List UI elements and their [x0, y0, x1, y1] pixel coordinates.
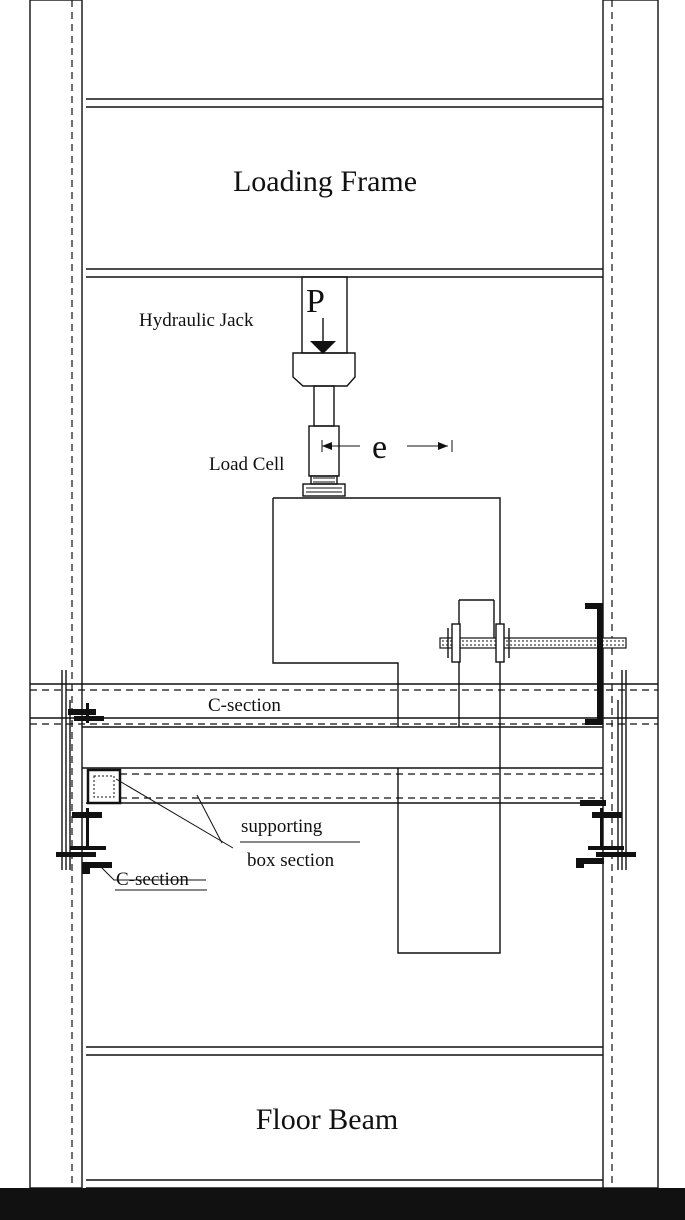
box-section-label: box section — [247, 850, 335, 871]
top-c-section-beam — [30, 683, 658, 725]
load-cell-label: Load Cell — [209, 454, 284, 475]
load-p-symbol: P — [306, 283, 325, 320]
supporting-box-section — [86, 768, 603, 805]
left-clamp-hardware — [56, 670, 112, 874]
c-section-top-label: C-section — [208, 695, 281, 716]
supporting-box-leaders — [115, 778, 234, 849]
ground-base — [0, 1188, 685, 1220]
eccentricity-dimension — [321, 440, 453, 452]
left-column — [29, 0, 83, 1189]
specimen — [272, 497, 501, 954]
hydraulic-jack-label: Hydraulic Jack — [139, 310, 254, 331]
c-section-bottom-label: C-section — [116, 869, 189, 890]
hydraulic-jack — [292, 276, 356, 427]
c-section-bottom-leader — [99, 865, 206, 881]
right-clamp-hardware — [576, 670, 636, 870]
main-beam — [82, 726, 603, 769]
supporting-label: supporting — [241, 816, 323, 837]
load-cell — [302, 425, 346, 497]
floor-beam-label: Floor Beam — [256, 1103, 399, 1136]
load-arrow-icon — [310, 341, 336, 354]
right-upper-c-section — [585, 603, 603, 725]
loading-frame-label: Loading Frame — [233, 165, 417, 198]
eccentricity-label: e — [372, 429, 387, 466]
right-column — [602, 0, 659, 1189]
threaded-rod — [439, 623, 627, 663]
